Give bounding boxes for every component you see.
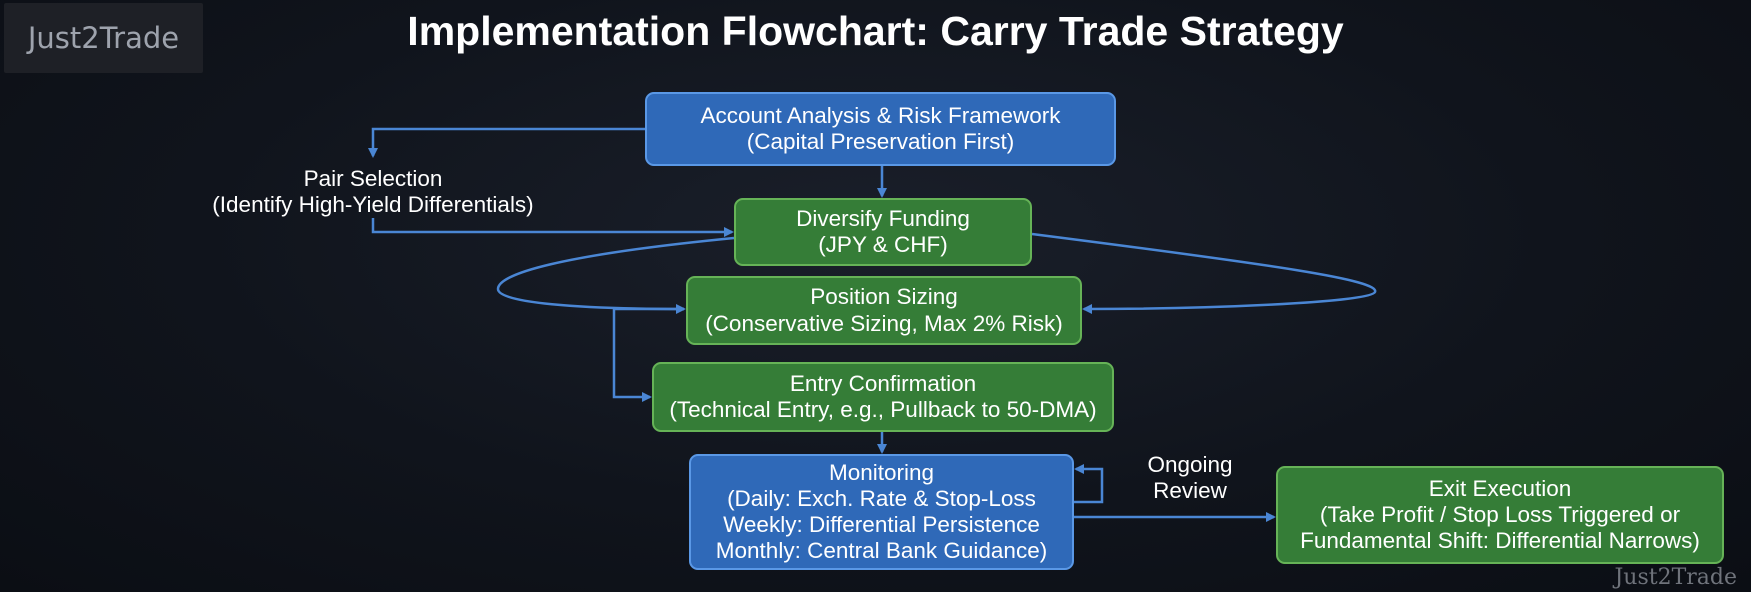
node-diversify-funding: Diversify Funding (JPY & CHF) — [734, 198, 1032, 266]
watermark: Just2Trade — [1614, 565, 1737, 590]
label-ongoing-review-line2: Review — [1153, 478, 1227, 504]
node-monitoring-weekly: Weekly: Differential Persistence — [723, 512, 1040, 537]
node-position-sizing-subtitle: (Conservative Sizing, Max 2% Risk) — [705, 310, 1063, 336]
arrow-ongoing-review-loop — [1074, 464, 1104, 504]
node-pair-selection-title: Pair Selection — [303, 166, 443, 191]
node-diversify-funding-title: Diversify Funding — [796, 205, 970, 231]
node-exit-execution-line3: Fundamental Shift: Differential Narrows) — [1300, 528, 1700, 554]
node-entry-confirmation: Entry Confirmation (Technical Entry, e.g… — [652, 362, 1114, 432]
label-ongoing-review-line1: Ongoing — [1147, 452, 1233, 477]
node-exit-execution-line2: (Take Profit / Stop Loss Triggered or — [1319, 501, 1681, 527]
node-position-sizing: Position Sizing (Conservative Sizing, Ma… — [686, 276, 1082, 345]
node-diversify-funding-subtitle: (JPY & CHF) — [818, 232, 948, 257]
node-exit-execution-title: Exit Execution — [1428, 475, 1572, 501]
node-account-analysis: Account Analysis & Risk Framework (Capit… — [645, 92, 1116, 166]
node-entry-confirmation-title: Entry Confirmation — [789, 370, 977, 396]
arrow-left-loop — [496, 236, 735, 314]
node-position-sizing-title: Position Sizing — [810, 284, 958, 310]
node-account-analysis-title: Account Analysis & Risk Framework — [700, 102, 1061, 128]
page-title: Implementation Flowchart: Carry Trade St… — [407, 8, 1344, 54]
node-monitoring-monthly: Monthly: Central Bank Guidance) — [715, 538, 1048, 564]
node-pair-selection-subtitle: (Identify High-Yield Differentials) — [212, 192, 534, 218]
just2trade-logo: Just2Trade — [4, 3, 203, 73]
arrow-pair-selection-to-diversify — [371, 218, 734, 237]
node-monitoring-daily: (Daily: Exch. Rate & Stop-Loss — [727, 485, 1036, 511]
label-ongoing-review: Ongoing Review — [1128, 452, 1252, 504]
node-account-analysis-subtitle: (Capital Preservation First) — [746, 129, 1015, 154]
arrow-sizing-to-entry — [612, 307, 684, 402]
arrow-account-to-pair-selection — [368, 127, 645, 158]
node-pair-selection: Pair Selection (Identify High-Yield Diff… — [178, 166, 568, 218]
node-monitoring-title: Monitoring — [828, 459, 935, 485]
node-monitoring: Monitoring (Daily: Exch. Rate & Stop-Los… — [689, 454, 1074, 570]
node-entry-confirmation-subtitle: (Technical Entry, e.g., Pullback to 50-D… — [669, 397, 1097, 422]
arrow-right-loop — [1031, 232, 1377, 314]
node-exit-execution: Exit Execution (Take Profit / Stop Loss … — [1276, 466, 1724, 564]
